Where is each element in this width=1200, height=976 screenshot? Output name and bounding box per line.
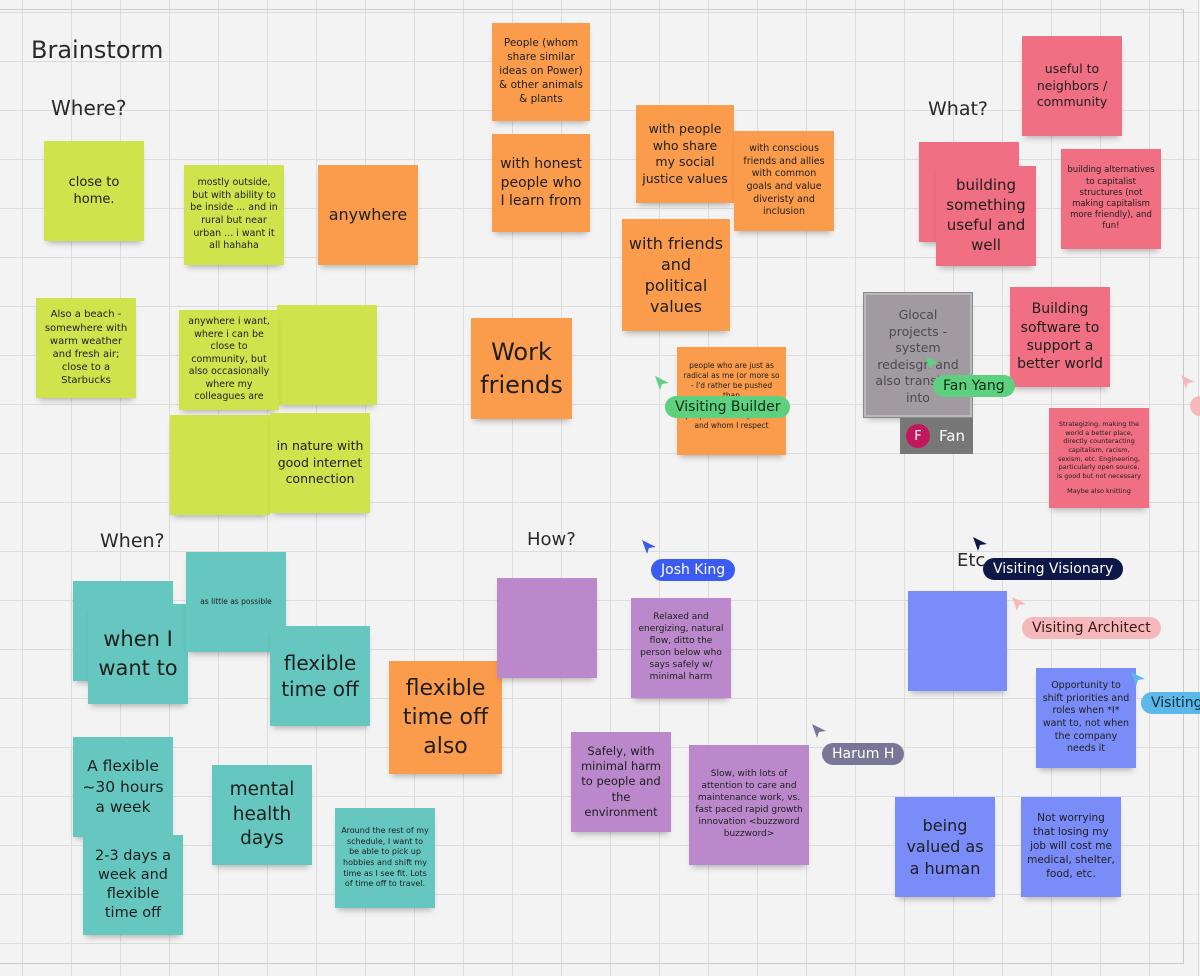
- collaborator-tag-josh-king: Josh King: [651, 559, 736, 581]
- sticky-note-text: Opportunity to shift priorities and role…: [1042, 680, 1130, 755]
- sticky-note[interactable]: Strategizing, making the world a better …: [1049, 408, 1149, 508]
- collaborator-tag-visiting-builder: Visiting Builder: [665, 396, 791, 418]
- avatar-name: Fan: [939, 427, 965, 445]
- sticky-note-text: mostly outside, but with ability to be i…: [190, 177, 278, 252]
- sticky-note-text: Glocal projects - system redeisgn and al…: [875, 307, 961, 405]
- sticky-note[interactable]: as little as possible: [186, 552, 286, 652]
- sticky-note[interactable]: Around the rest of my schedule, I want t…: [335, 808, 435, 908]
- avatar-initial: F: [914, 428, 922, 444]
- collaborator-tag-offscreen: [1190, 396, 1200, 416]
- sticky-note-text: building something useful and well: [946, 176, 1026, 254]
- board-frame-top: [0, 9, 1184, 10]
- sticky-note-text: Strategizing, making the world a better …: [1056, 420, 1142, 480]
- sticky-note-text: Work friends: [480, 338, 563, 399]
- sticky-note-text: with honest people who I learn from: [500, 156, 582, 210]
- sticky-note-text: as little as possible: [200, 597, 272, 607]
- sticky-note[interactable]: Work friends: [471, 318, 572, 419]
- sticky-note-text: Relaxed and energizing, natural flow, di…: [638, 612, 724, 682]
- avatar[interactable]: F: [906, 424, 930, 448]
- sticky-note-text: People (whom share similar ideas on Powe…: [499, 37, 583, 105]
- collaborator-tag-harum: Harum H: [822, 743, 905, 765]
- board-title[interactable]: Brainstorm: [31, 36, 164, 64]
- section-label-where[interactable]: Where?: [51, 96, 127, 120]
- sticky-note-text: mental health days: [229, 779, 295, 850]
- sticky-note-text: 2-3 days a week and flexible time off: [94, 847, 171, 922]
- sticky-note-text: Building software to support a better wo…: [1017, 301, 1103, 373]
- sticky-note[interactable]: A flexible ~30 hours a week: [73, 737, 173, 837]
- sticky-note-text: anywhere: [328, 205, 408, 225]
- sticky-note[interactable]: in nature with good internet connection: [270, 413, 370, 513]
- collaborator-tag-fan-yang: Fan Yang: [933, 375, 1015, 397]
- sticky-note-selected[interactable]: Glocal projects - system redeisgn and al…: [863, 292, 973, 418]
- sticky-note-text: Also a beach - somewhere with warm weath…: [44, 309, 128, 387]
- sticky-note[interactable]: with people who share my social justice …: [636, 105, 734, 203]
- sticky-note[interactable]: Building software to support a better wo…: [1010, 287, 1110, 387]
- sticky-note[interactable]: mental health days: [212, 765, 312, 865]
- board-frame-right: [1183, 9, 1184, 964]
- sticky-note[interactable]: Safely, with minimal harm to people and …: [571, 732, 671, 832]
- sticky-note[interactable]: being valued as a human: [895, 797, 995, 897]
- sticky-note[interactable]: [497, 578, 597, 678]
- sticky-note-text: close to home.: [68, 174, 120, 207]
- sticky-note-text: anywhere i want, where i can be close to…: [188, 316, 270, 403]
- sticky-note-text: flexible time off: [281, 650, 359, 701]
- sticky-note[interactable]: anywhere i want, where i can be close to…: [179, 310, 279, 410]
- sticky-note[interactable]: [170, 415, 270, 515]
- section-label-when[interactable]: When?: [100, 530, 165, 552]
- sticky-note[interactable]: with friends and political values: [622, 219, 730, 331]
- sticky-note-text: with people who share my social justice …: [642, 121, 728, 186]
- sticky-note[interactable]: Slow, with lots of attention to care and…: [689, 745, 809, 865]
- sticky-note-text: people who are just as radical as me (or…: [683, 361, 780, 400]
- sticky-note-text: useful to neighbors / community: [1036, 61, 1108, 110]
- sticky-note[interactable]: Also a beach - somewhere with warm weath…: [36, 298, 136, 398]
- sticky-note[interactable]: mostly outside, but with ability to be i…: [184, 165, 284, 265]
- sticky-note[interactable]: 2-3 days a week and flexible time off: [83, 835, 183, 935]
- sticky-note-text: building alternatives to capitalist stru…: [1067, 165, 1155, 232]
- sticky-note-text: Not worrying that losing my job will cos…: [1027, 812, 1115, 880]
- section-label-how[interactable]: How?: [527, 529, 576, 550]
- sticky-note-text: Around the rest of my schedule, I want t…: [341, 826, 429, 889]
- sticky-note[interactable]: Relaxed and energizing, natural flow, di…: [631, 598, 731, 698]
- sticky-note[interactable]: close to home.: [44, 141, 144, 241]
- sticky-note-text: being valued as a human: [906, 816, 984, 878]
- sticky-note[interactable]: Opportunity to shift priorities and role…: [1036, 668, 1136, 768]
- sticky-note-text: with friends and political values: [628, 233, 724, 317]
- sticky-note-text: Slow, with lots of attention to care and…: [695, 769, 803, 839]
- sticky-note[interactable]: with conscious friends and allies with c…: [734, 131, 834, 231]
- sticky-note[interactable]: useful to neighbors / community: [1022, 36, 1122, 136]
- collaborator-tag-visiting-visionary: Visiting Visionary: [983, 558, 1124, 580]
- sticky-note[interactable]: Not worrying that losing my job will cos…: [1021, 797, 1121, 897]
- sticky-note[interactable]: flexible time off: [270, 626, 370, 726]
- sticky-note[interactable]: building something useful and well: [936, 166, 1036, 266]
- sticky-note[interactable]: flexible time off also: [389, 661, 502, 774]
- sticky-note-text: flexible time off also: [402, 675, 489, 760]
- section-label-etc[interactable]: Etc: [957, 550, 986, 571]
- sticky-note-text: with conscious friends and allies with c…: [743, 143, 825, 218]
- sticky-note-text: in nature with good internet connection: [276, 438, 364, 487]
- sticky-note[interactable]: building alternatives to capitalist stru…: [1061, 149, 1161, 249]
- sticky-note[interactable]: with honest people who I learn from: [492, 134, 590, 232]
- sticky-note-text: A flexible ~30 hours a week: [82, 757, 164, 817]
- sticky-note[interactable]: when I want to: [88, 604, 188, 704]
- collaborator-tag-visiting-architect: Visiting Architect: [1022, 617, 1161, 639]
- sticky-note-text: when I want to: [98, 626, 178, 680]
- section-label-what[interactable]: What?: [928, 98, 989, 120]
- collaborator-tag-visiting: Visiting: [1141, 692, 1200, 714]
- board-frame-bottom: [0, 963, 1184, 964]
- sticky-note[interactable]: anywhere: [318, 165, 418, 265]
- sticky-note-text: Maybe also knitting: [1067, 487, 1131, 496]
- sticky-note-text: Safely, with minimal harm to people and …: [580, 744, 662, 819]
- sticky-note[interactable]: [277, 305, 377, 405]
- sticky-note[interactable]: [908, 591, 1007, 691]
- sticky-note[interactable]: People (whom share similar ideas on Powe…: [492, 23, 590, 121]
